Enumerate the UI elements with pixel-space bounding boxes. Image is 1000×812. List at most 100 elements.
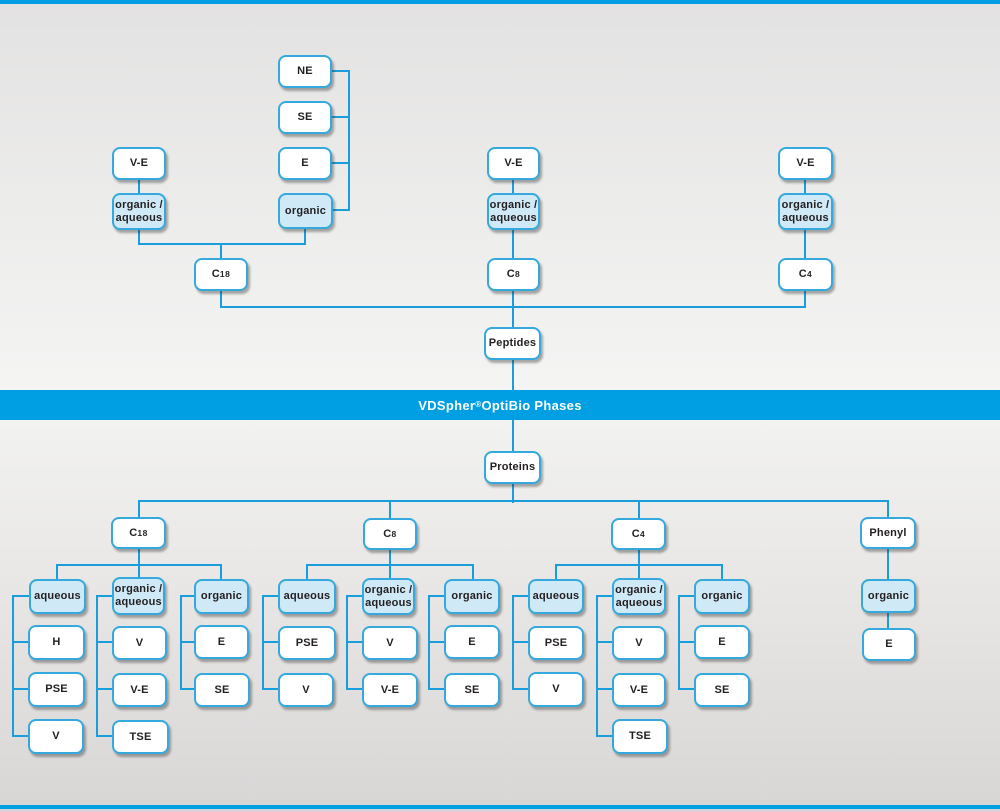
node-e: E bbox=[862, 628, 916, 661]
node-v: V bbox=[112, 626, 167, 660]
connector bbox=[678, 641, 695, 643]
node-ve: V-E bbox=[362, 673, 418, 707]
connector bbox=[596, 688, 613, 690]
connector bbox=[306, 564, 308, 580]
node-organic: organic bbox=[694, 579, 750, 614]
node-tse: TSE bbox=[612, 719, 668, 754]
node-aqueous: aqueous bbox=[29, 579, 86, 614]
node-organic-aqueous: organic / aqueous bbox=[362, 578, 415, 615]
connector bbox=[428, 688, 445, 690]
connector bbox=[138, 500, 889, 502]
node-proteins-root: Proteins bbox=[484, 451, 541, 484]
node-ve: V-E bbox=[112, 673, 167, 707]
node-v: V bbox=[28, 719, 84, 754]
connector bbox=[96, 595, 113, 597]
node-peptides-root: Peptides bbox=[484, 327, 541, 360]
connector bbox=[262, 641, 279, 643]
connector bbox=[96, 641, 113, 643]
node-pse: PSE bbox=[278, 626, 336, 660]
connector bbox=[331, 70, 349, 72]
connector bbox=[12, 641, 30, 643]
connector bbox=[96, 595, 98, 737]
node-e: E bbox=[194, 625, 249, 659]
node-e: E bbox=[694, 625, 750, 659]
connector bbox=[138, 564, 140, 578]
node-aqueous: aqueous bbox=[528, 579, 584, 614]
connector bbox=[804, 180, 806, 308]
connector bbox=[428, 595, 445, 597]
connector bbox=[596, 595, 598, 737]
node-e: E bbox=[278, 147, 332, 180]
node-organic: organic bbox=[444, 579, 500, 614]
connector bbox=[331, 116, 349, 118]
connector bbox=[332, 209, 349, 211]
node-organic-aqueous: organic / aqueous bbox=[612, 578, 666, 615]
connector bbox=[180, 595, 195, 597]
node-ve: V-E bbox=[487, 147, 540, 180]
node-v: V bbox=[362, 626, 418, 660]
node-v: V bbox=[528, 672, 584, 707]
node-h: H bbox=[28, 625, 85, 660]
connector bbox=[12, 595, 14, 737]
phase-banner: VDSpher® OptiBio Phases bbox=[0, 390, 1000, 420]
connector bbox=[220, 564, 222, 580]
connector bbox=[262, 688, 279, 690]
node-ve: V-E bbox=[112, 147, 166, 180]
connector bbox=[512, 641, 529, 643]
connector bbox=[428, 641, 445, 643]
node-se: SE bbox=[194, 673, 250, 707]
connector bbox=[12, 735, 30, 737]
connector bbox=[180, 688, 195, 690]
connector bbox=[96, 688, 113, 690]
connector bbox=[596, 641, 613, 643]
connector bbox=[346, 595, 363, 597]
connector bbox=[12, 595, 30, 597]
node-ve: V-E bbox=[778, 147, 833, 180]
node-organic-aqueous: organic / aqueous bbox=[112, 577, 165, 615]
node-organic-aqueous: organic / aqueous bbox=[112, 193, 166, 230]
node-v: V bbox=[612, 626, 666, 660]
connector bbox=[96, 735, 113, 737]
node-organic-aqueous: organic / aqueous bbox=[778, 193, 833, 230]
connector bbox=[348, 70, 350, 211]
connector bbox=[12, 688, 30, 690]
connector bbox=[555, 564, 557, 580]
connector bbox=[638, 564, 640, 578]
node-organic: organic bbox=[278, 193, 333, 229]
connector bbox=[389, 564, 391, 578]
connector bbox=[596, 595, 613, 597]
connector bbox=[678, 595, 695, 597]
node-ve: V-E bbox=[612, 673, 666, 707]
connector bbox=[512, 688, 529, 690]
node-organic-aqueous: organic / aqueous bbox=[487, 193, 540, 230]
node-se: SE bbox=[694, 673, 750, 707]
node-organic: organic bbox=[861, 579, 916, 613]
connector bbox=[887, 500, 889, 629]
node-ne: NE bbox=[278, 55, 332, 88]
node-v: V bbox=[278, 673, 334, 707]
connector bbox=[262, 595, 279, 597]
node-tse: TSE bbox=[112, 720, 169, 754]
node-organic: organic bbox=[194, 579, 249, 614]
connector bbox=[346, 641, 363, 643]
connector bbox=[56, 564, 58, 580]
connector bbox=[596, 735, 613, 737]
connector bbox=[346, 688, 363, 690]
connector bbox=[138, 243, 306, 245]
node-e: E bbox=[444, 625, 500, 659]
connector bbox=[721, 564, 723, 580]
connector bbox=[512, 595, 529, 597]
node-se: SE bbox=[444, 673, 500, 707]
connector bbox=[331, 162, 349, 164]
node-se: SE bbox=[278, 101, 332, 134]
node-phenyl-proteins: Phenyl bbox=[860, 517, 916, 549]
connector bbox=[472, 564, 474, 580]
top-accent-bar bbox=[0, 0, 1000, 4]
